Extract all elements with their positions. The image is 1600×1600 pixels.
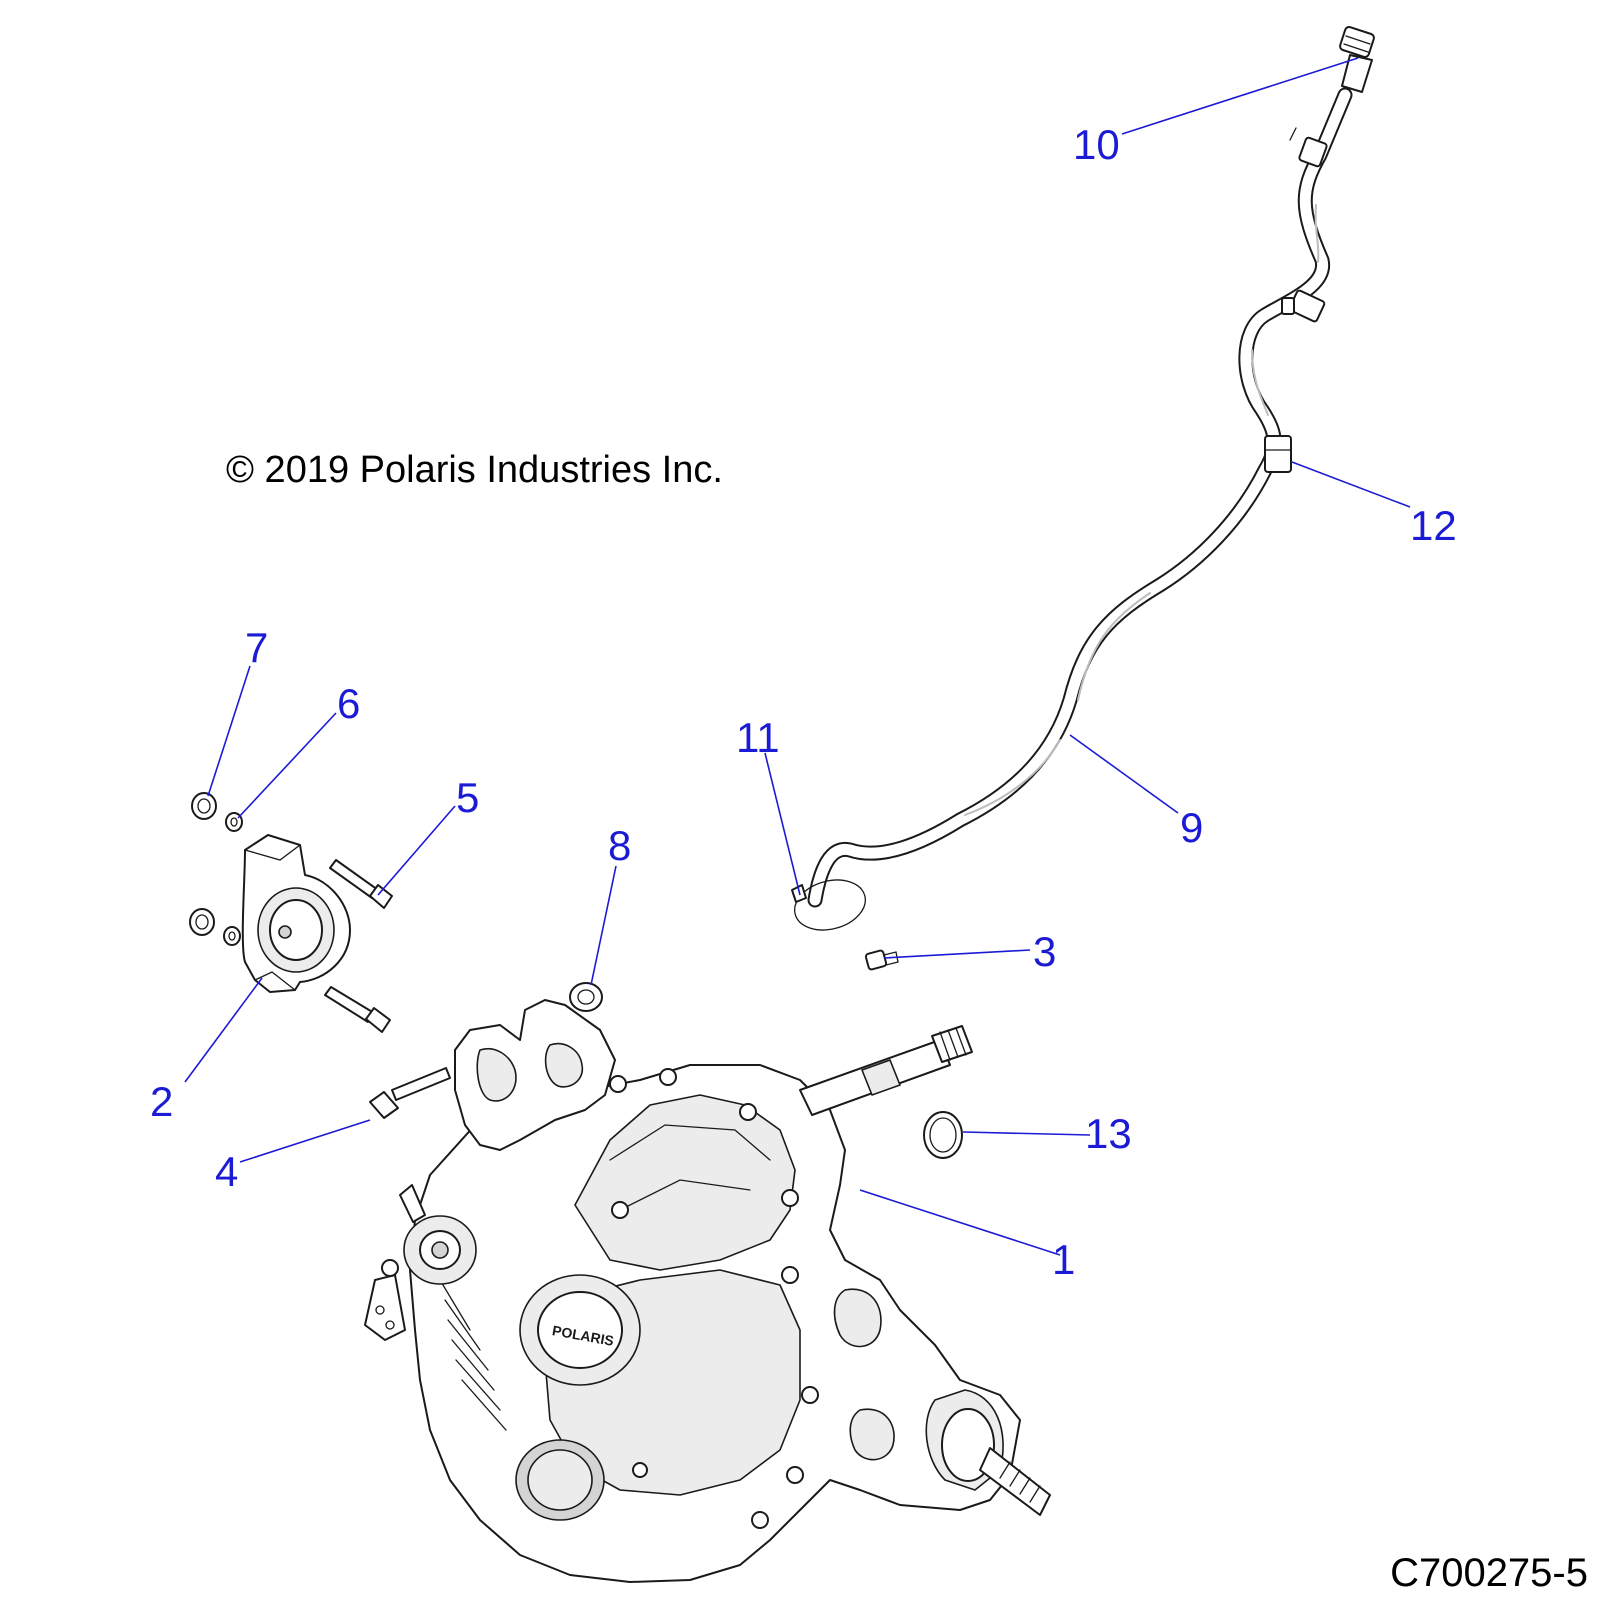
vent-cap — [1339, 25, 1375, 93]
callout-8: 8 — [608, 822, 631, 869]
callout-5: 5 — [456, 774, 479, 821]
callout-11: 11 — [736, 714, 780, 761]
hose-clamp — [791, 879, 866, 931]
nut-upper — [191, 792, 217, 820]
copyright-notice: © 2019 Polaris Industries Inc. — [226, 449, 723, 491]
bolt-mounting — [369, 1067, 451, 1119]
hose-clip-middle — [1281, 289, 1326, 323]
callout-labels: 1 2 3 4 5 6 7 8 9 10 11 12 13 — [150, 121, 1457, 1283]
callout-10: 10 — [1073, 121, 1120, 168]
callout-13: 13 — [1085, 1110, 1132, 1157]
o-ring — [923, 1111, 963, 1159]
vent-hose — [807, 87, 1353, 908]
figure-id: C700275-5 — [1390, 1551, 1588, 1595]
leader-5 — [377, 805, 456, 896]
callout-1: 1 — [1052, 1236, 1075, 1283]
leader-7 — [207, 665, 251, 797]
vent-fitting — [864, 949, 899, 971]
leader-9 — [1069, 734, 1179, 814]
leader-2 — [184, 977, 263, 1083]
leader-8 — [590, 865, 617, 986]
speed-sensor — [241, 834, 351, 993]
callout-2: 2 — [150, 1078, 173, 1125]
leader-4 — [239, 1119, 371, 1163]
hose-clip-lower — [1264, 435, 1292, 473]
leader-13 — [962, 1131, 1091, 1136]
nut-lower — [189, 908, 215, 936]
leader-12 — [1291, 461, 1411, 508]
leader-lines — [184, 57, 1411, 1256]
transmission-assembly: POLARIS — [364, 999, 1051, 1583]
hose-clip-upper — [1289, 127, 1328, 168]
callout-3: 3 — [1033, 928, 1056, 975]
leader-10 — [1121, 57, 1359, 135]
bolt-upper — [329, 859, 393, 909]
grommet — [569, 982, 603, 1012]
callout-4: 4 — [215, 1148, 238, 1195]
leader-1 — [859, 1189, 1061, 1256]
callout-7: 7 — [245, 624, 268, 671]
leader-11 — [764, 752, 801, 896]
leader-6 — [237, 712, 337, 819]
bolt-lower — [324, 986, 391, 1033]
callout-6: 6 — [337, 680, 360, 727]
washer-lower — [223, 926, 241, 946]
callout-12: 12 — [1410, 502, 1457, 549]
leader-3 — [883, 949, 1031, 959]
callout-9: 9 — [1180, 804, 1203, 851]
